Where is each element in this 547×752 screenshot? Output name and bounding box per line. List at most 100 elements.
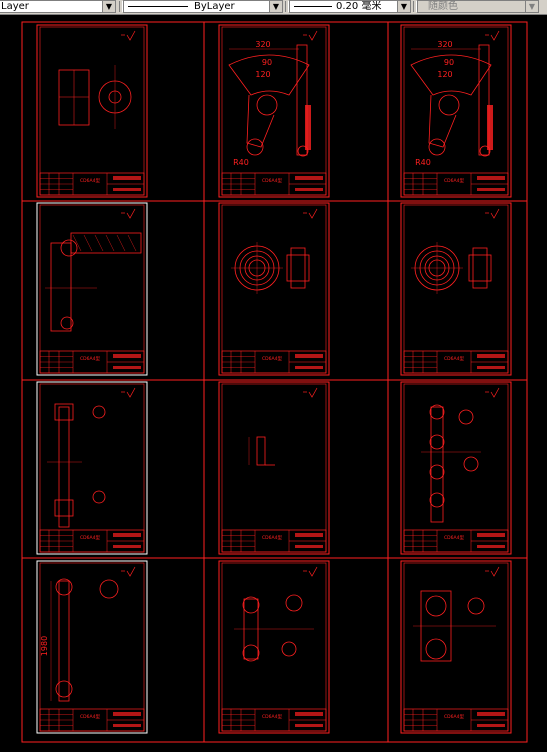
part-geometry [234, 594, 314, 662]
roughness-symbol-icon [121, 30, 136, 41]
part-geometry [58, 65, 132, 129]
title-block: CD6A4型 [403, 172, 509, 196]
roughness-symbol-icon [303, 566, 318, 577]
properties-toolbar: Layer ▼ ByLayer ▼ 0.20 毫米 ▼ 随颜色 ▼ [0, 0, 547, 15]
sheet-border [218, 24, 330, 198]
chevron-down-icon[interactable]: ▼ [397, 1, 410, 12]
title-block: CD6A4型 [403, 350, 509, 374]
dimension-label: 120 [437, 70, 452, 79]
sheet-border [36, 381, 148, 555]
sheet-border [218, 202, 330, 376]
part-geometry [411, 242, 492, 294]
sheet-border [400, 202, 512, 376]
dimension-label: 320 [255, 40, 270, 49]
sheet-border [36, 560, 148, 734]
drawing-sheet[interactable]: CD6A4型 [218, 202, 330, 376]
sheet-border [36, 24, 148, 198]
dimension-label: 320 [437, 40, 452, 49]
title-block: CD6A4型 [221, 708, 327, 732]
linetype-preview-icon [128, 6, 188, 7]
roughness-symbol-icon [121, 208, 136, 219]
layer-dropdown[interactable]: Layer ▼ [0, 0, 116, 13]
title-block-text: CD6A4型 [262, 355, 282, 362]
drawing-sheet[interactable]: CD6A4型 [36, 381, 148, 555]
plotstyle-dropdown[interactable]: 随颜色 ▼ [417, 0, 539, 13]
title-block: CD6A4型 [221, 529, 327, 553]
drawing-sheet[interactable]: CD6A4型 1980 [36, 560, 148, 734]
sheet-inner-border [221, 383, 327, 553]
dimension-label: 1980 [40, 636, 49, 656]
dimension-label: 90 [444, 58, 454, 67]
chevron-down-icon[interactable]: ▼ [269, 1, 282, 12]
toolbar-separator [285, 1, 289, 12]
drawing-sheet[interactable]: CD6A4型 [400, 560, 512, 734]
sheet-inner-border [39, 383, 145, 553]
toolbar-separator [413, 1, 417, 12]
sheet-border [218, 560, 330, 734]
lineweight-preview-icon [294, 6, 332, 7]
linetype-dropdown-value: ByLayer [194, 1, 235, 12]
title-block: CD6A4型 [221, 350, 327, 374]
title-block: CD6A4型 [39, 172, 145, 196]
chevron-down-icon[interactable]: ▼ [102, 1, 115, 12]
sheet-inner-border [39, 204, 145, 374]
toolbar-separator [119, 1, 123, 12]
drawing-sheet[interactable]: CD6A4型 [400, 202, 512, 376]
drawing-sheet[interactable]: CD6A4型 [36, 202, 148, 376]
title-block: CD6A4型 [39, 529, 145, 553]
title-block: CD6A4型 [39, 708, 145, 732]
part-geometry [45, 232, 142, 332]
part-geometry [248, 436, 275, 466]
title-block-text: CD6A4型 [262, 713, 282, 720]
part-geometry [421, 404, 481, 523]
drawing-sheet[interactable]: CD6A4型 [218, 381, 330, 555]
roughness-symbol-icon [121, 387, 136, 398]
lineweight-dropdown-value: 0.20 毫米 [336, 1, 382, 12]
dimension-label: R40 [233, 158, 249, 167]
title-block-text: CD6A4型 [80, 177, 100, 184]
sheet-border [36, 202, 148, 376]
dimension-label: 90 [262, 58, 272, 67]
title-block-text: CD6A4型 [262, 534, 282, 541]
drawing-sheet[interactable]: CD6A4型 [36, 24, 148, 198]
title-block-text: CD6A4型 [444, 534, 464, 541]
sheet-border [400, 24, 512, 198]
linetype-dropdown[interactable]: ByLayer ▼ [123, 0, 283, 13]
title-block-text: CD6A4型 [262, 177, 282, 184]
roughness-symbol-icon [485, 387, 500, 398]
sheet-inner-border [221, 204, 327, 374]
outer-frame [21, 21, 528, 743]
title-block-text: CD6A4型 [80, 534, 100, 541]
part-geometry: 1980 [40, 578, 119, 702]
part-geometry [47, 403, 106, 528]
title-block-text: CD6A4型 [444, 177, 464, 184]
roughness-symbol-icon [485, 566, 500, 577]
title-block-text: CD6A4型 [80, 355, 100, 362]
sheet-inner-border [403, 562, 509, 732]
sheet-border [400, 381, 512, 555]
roughness-symbol-icon [121, 566, 136, 577]
layer-dropdown-value: Layer [1, 1, 29, 12]
chevron-down-icon[interactable]: ▼ [525, 1, 538, 12]
sheet-inner-border [403, 204, 509, 374]
roughness-symbol-icon [303, 208, 318, 219]
part-geometry [413, 590, 496, 662]
title-block-text: CD6A4型 [444, 713, 464, 720]
drawing-sheet[interactable]: CD6A4型 [400, 381, 512, 555]
drawing-sheet[interactable]: CD6A4型 [218, 560, 330, 734]
roughness-symbol-icon [303, 387, 318, 398]
sheet-border [400, 560, 512, 734]
sheet-inner-border [403, 383, 509, 553]
title-block: CD6A4型 [403, 708, 509, 732]
layout-frames [21, 21, 528, 743]
lineweight-dropdown[interactable]: 0.20 毫米 ▼ [289, 0, 411, 13]
roughness-symbol-icon [303, 30, 318, 41]
title-block-text: CD6A4型 [444, 355, 464, 362]
